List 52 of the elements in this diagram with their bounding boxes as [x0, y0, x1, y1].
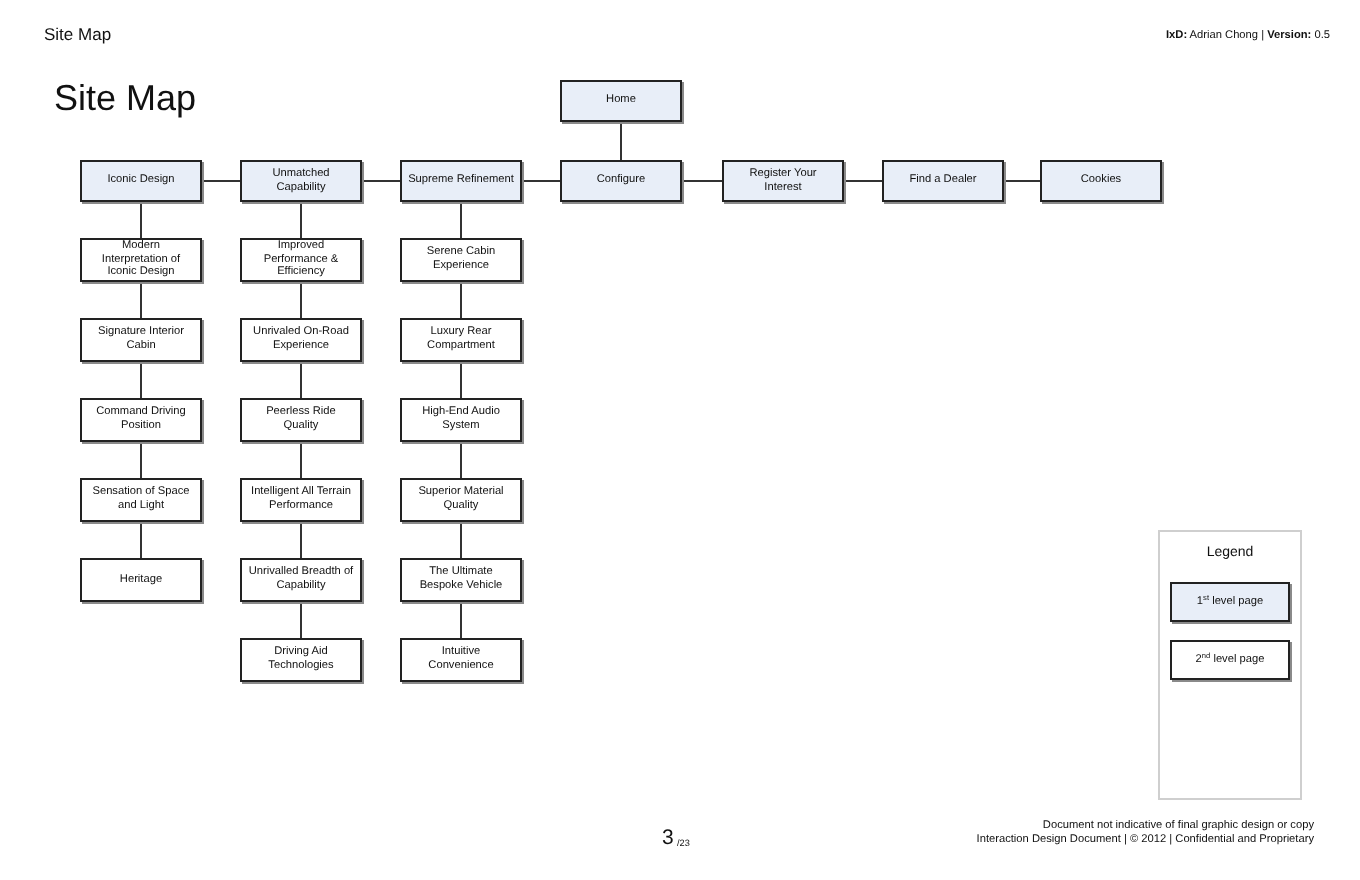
page-box — [400, 238, 522, 282]
connector-line — [460, 281, 462, 319]
connector-line — [620, 121, 622, 161]
page-box — [400, 478, 522, 522]
connector-line — [140, 201, 142, 239]
connector-line — [300, 201, 302, 239]
connector-line — [843, 180, 883, 182]
page-box — [80, 558, 202, 602]
page-box — [80, 478, 202, 522]
page-box — [240, 478, 362, 522]
page-box — [240, 318, 362, 362]
connector-line — [300, 601, 302, 639]
page-box — [560, 80, 682, 122]
page-box — [1040, 160, 1162, 202]
connector-line — [460, 521, 462, 559]
page-box — [400, 398, 522, 442]
connector-line — [140, 281, 142, 319]
page-box — [80, 398, 202, 442]
connector-line — [521, 180, 561, 182]
connector-line — [460, 601, 462, 639]
page-box — [80, 318, 202, 362]
connector-line — [460, 201, 462, 239]
page-box — [240, 398, 362, 442]
connector-line — [460, 361, 462, 399]
page-box — [560, 160, 682, 202]
page-box — [722, 160, 844, 202]
connector-line — [361, 180, 401, 182]
page-box — [400, 558, 522, 602]
page-box — [882, 160, 1004, 202]
connector-line — [201, 180, 241, 182]
page-box — [400, 160, 522, 202]
connector-line — [300, 281, 302, 319]
connector-line — [460, 441, 462, 479]
connector-line — [140, 441, 142, 479]
page-box — [240, 238, 362, 282]
connector-line — [1003, 180, 1041, 182]
page-box — [80, 160, 202, 202]
header-text: Site Map — [44, 24, 112, 44]
page-title: Site Map — [54, 78, 197, 120]
page-number: 3 — [662, 826, 674, 850]
page-box — [240, 558, 362, 602]
page-box — [80, 238, 202, 282]
connector-line — [300, 521, 302, 559]
connector-line — [681, 180, 723, 182]
connector-line — [300, 361, 302, 399]
connector-line — [140, 521, 142, 559]
page-box — [400, 318, 522, 362]
page-box — [240, 638, 362, 682]
page-box — [400, 638, 522, 682]
page-box — [240, 160, 362, 202]
connector-line — [300, 441, 302, 479]
connector-line — [140, 361, 142, 399]
